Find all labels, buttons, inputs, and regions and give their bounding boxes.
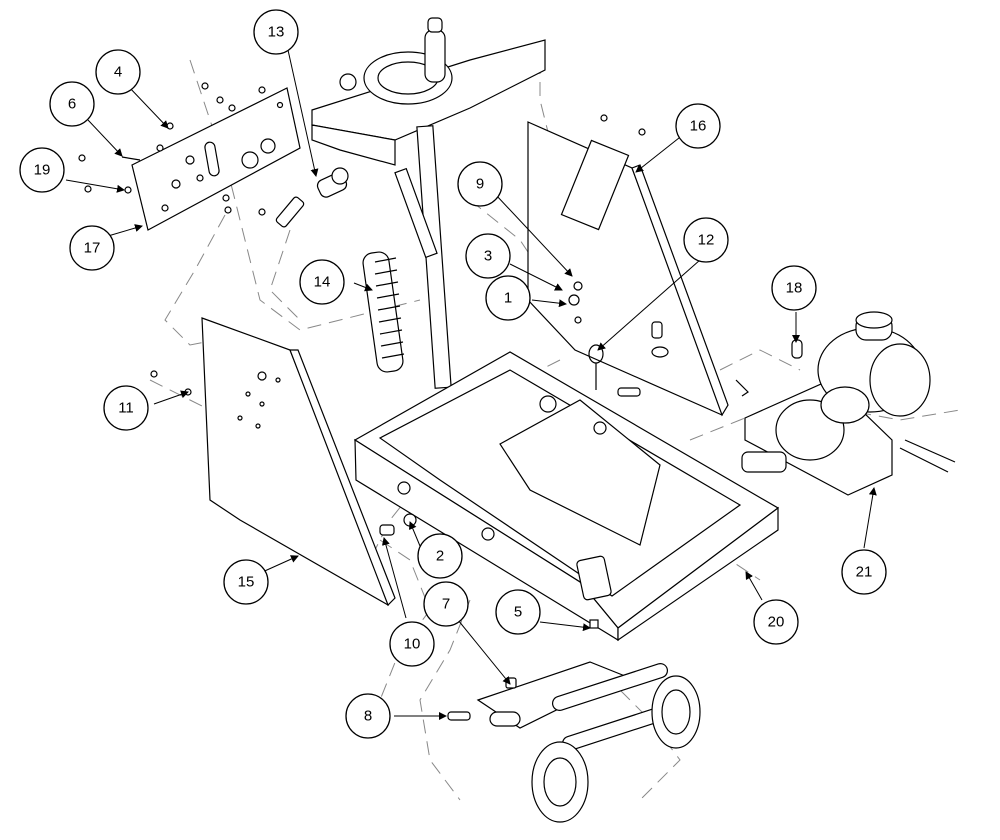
callout-8: 8 xyxy=(345,693,391,739)
leader-lines xyxy=(65,49,877,720)
svg-text:16: 16 xyxy=(690,118,707,135)
callout-9: 9 xyxy=(457,161,503,207)
callout-20: 20 xyxy=(753,599,799,645)
callout-14: 14 xyxy=(299,259,345,305)
svg-text:8: 8 xyxy=(364,708,372,725)
svg-text:12: 12 xyxy=(698,232,715,249)
svg-text:18: 18 xyxy=(786,280,803,297)
svg-text:15: 15 xyxy=(238,574,255,591)
main-frame xyxy=(353,351,780,642)
callout-19: 19 xyxy=(19,147,65,193)
callout-13: 13 xyxy=(253,9,299,55)
svg-text:1: 1 xyxy=(504,290,512,307)
svg-text:7: 7 xyxy=(442,596,450,613)
callout-18: 18 xyxy=(771,265,817,311)
svg-text:3: 3 xyxy=(484,248,492,265)
drive-motor-assembly xyxy=(735,311,956,496)
callout-16: 16 xyxy=(675,103,721,149)
svg-text:13: 13 xyxy=(268,24,285,41)
plate-screws xyxy=(78,82,266,216)
svg-text:6: 6 xyxy=(68,96,76,113)
callout-5: 5 xyxy=(495,589,541,635)
callout-3: 3 xyxy=(465,233,511,279)
callout-2: 2 xyxy=(417,533,463,579)
svg-text:21: 21 xyxy=(856,564,873,581)
svg-text:2: 2 xyxy=(436,548,444,565)
callout-10: 10 xyxy=(389,621,435,667)
right-side-panel xyxy=(527,121,729,417)
valve-lever xyxy=(275,167,349,228)
control-plate xyxy=(131,87,301,231)
callout-15: 15 xyxy=(223,559,269,605)
callout-12: 12 xyxy=(683,217,729,263)
callout-7: 7 xyxy=(423,581,469,627)
svg-text:11: 11 xyxy=(118,400,134,417)
svg-text:14: 14 xyxy=(314,274,331,291)
handlebar-console xyxy=(311,17,546,389)
side-panel-hardware xyxy=(568,114,669,397)
svg-text:9: 9 xyxy=(476,176,484,193)
callout-6: 6 xyxy=(49,81,95,127)
callout-11: 11 xyxy=(103,385,149,431)
spring xyxy=(362,251,405,373)
svg-text:19: 19 xyxy=(34,162,51,179)
svg-text:4: 4 xyxy=(114,64,122,81)
callout-1: 1 xyxy=(485,275,531,321)
svg-text:10: 10 xyxy=(404,636,421,653)
callout-21: 21 xyxy=(841,549,887,595)
left-side-panel xyxy=(150,317,396,607)
callout-17: 17 xyxy=(69,225,115,271)
svg-text:5: 5 xyxy=(514,604,522,621)
callout-4: 4 xyxy=(95,49,141,95)
wheel-axle-assembly xyxy=(447,661,701,823)
svg-text:20: 20 xyxy=(768,614,785,631)
svg-text:17: 17 xyxy=(84,240,101,257)
